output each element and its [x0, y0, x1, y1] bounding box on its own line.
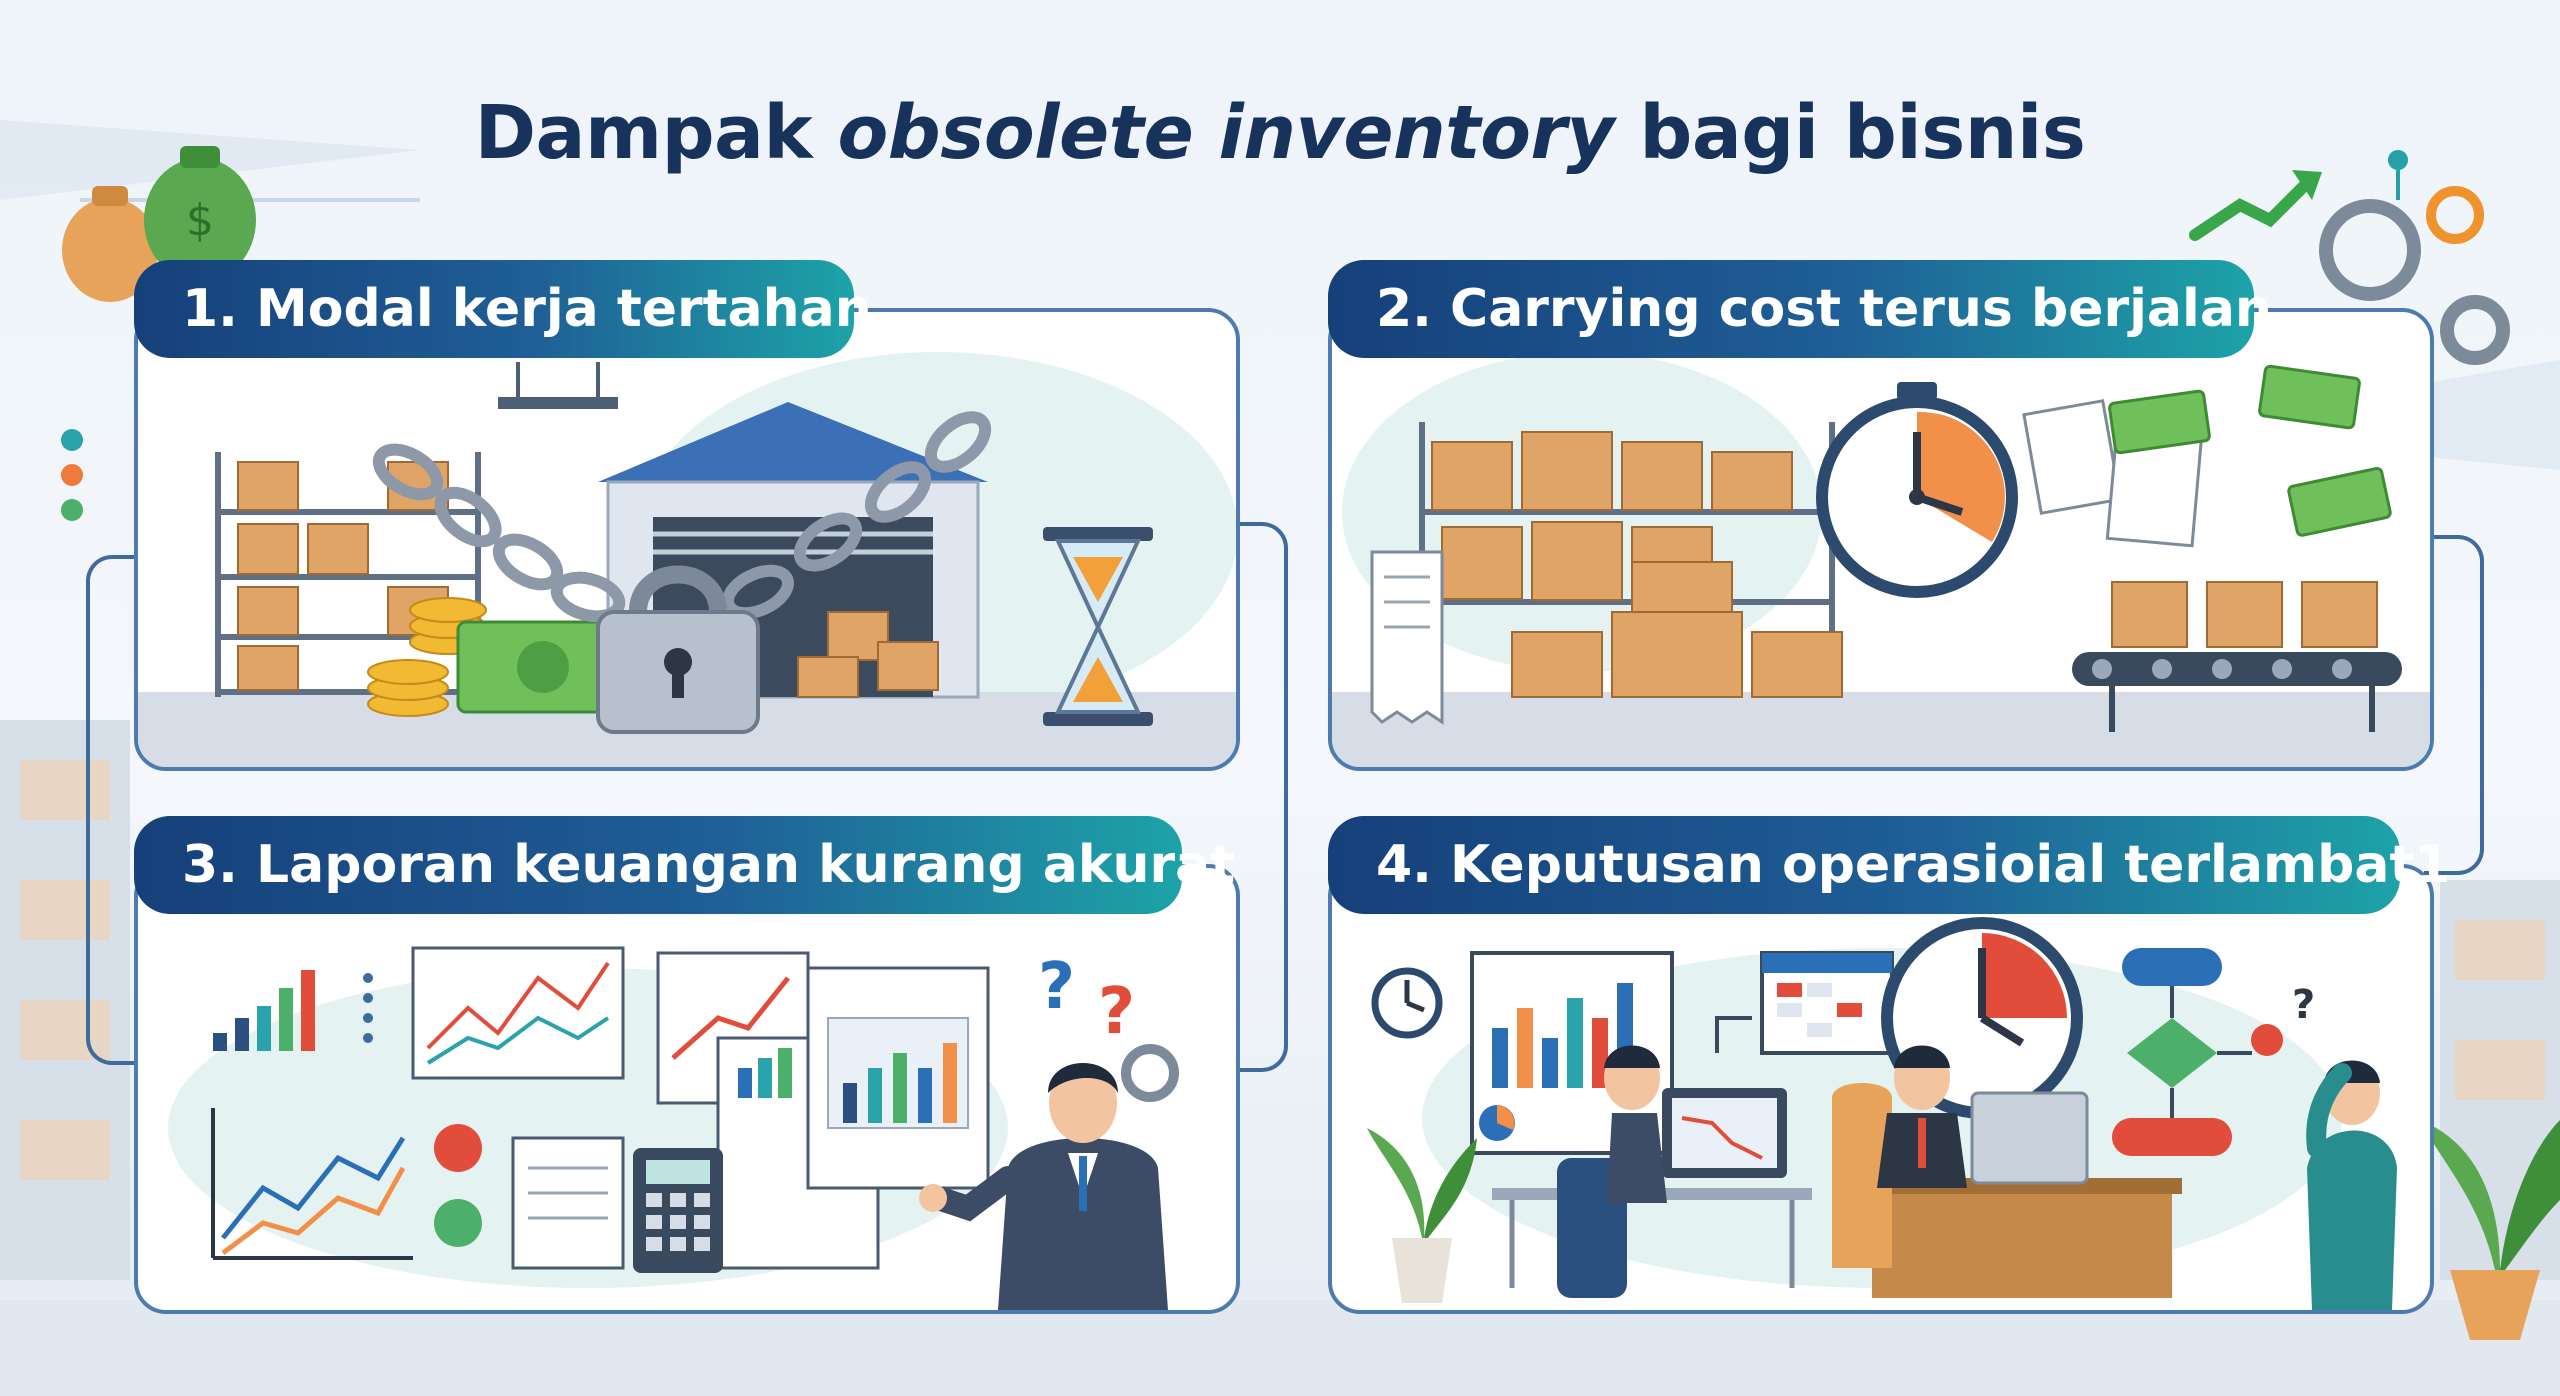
panel-operational-decision: ? [1328, 864, 2434, 1314]
connector-line-left [86, 555, 146, 1065]
title-emphasis: obsolete inventory [837, 90, 1615, 176]
businessman-icon [919, 1063, 1168, 1310]
flowchart-icon [2112, 948, 2283, 1156]
stopwatch-icon [1816, 382, 2018, 598]
panel-illustration: ? ? [168, 946, 1179, 1310]
panel-header-label: 4. Keputusan operasioial terlambat1 [1376, 835, 2451, 895]
connector-line-right [2424, 535, 2484, 875]
line-chart-icon [211, 1108, 413, 1260]
padlock-icon [596, 565, 760, 734]
panel-working-capital [134, 308, 1240, 771]
page-title: Dampak obsolete inventory bagi bisnis [0, 90, 2560, 176]
title-prefix: Dampak [474, 90, 838, 176]
gear-icon [2426, 186, 2484, 244]
gear-icon [1121, 1044, 1179, 1102]
svg-text:?: ? [1098, 975, 1135, 1049]
connector-line-center [1228, 522, 1288, 1072]
panel-carrying-cost [1328, 308, 2434, 771]
money-bag-icon: $ [62, 146, 256, 302]
panel-header-label: 2. Carrying cost terus berjalan [1376, 279, 2272, 339]
panel-header-4: 4. Keputusan operasioial terlambat1 [1328, 816, 2450, 914]
panel-financial-report: ? ? [134, 864, 1240, 1314]
svg-text:$: $ [186, 195, 214, 246]
title-suffix: bagi bisnis [1614, 90, 2086, 176]
trend-arrow-icon [2189, 174, 2316, 241]
panel-header-2: 2. Carrying cost terus berjalan [1328, 260, 2272, 358]
hourglass-icon [1043, 527, 1153, 726]
plant-icon [1367, 1128, 1477, 1303]
bar-chart-icon [213, 970, 315, 1051]
plant-icon [2420, 1120, 2560, 1340]
svg-text:?: ? [2292, 982, 2315, 1028]
panel-header-3: 3. Laporan keuangan kurang akurat [134, 816, 1235, 914]
panel-header-1: 1. Modal kerja tertahan [134, 260, 872, 358]
gear-icon [2319, 199, 2510, 365]
panel-illustration: ? [1367, 917, 2397, 1310]
svg-text:?: ? [1038, 950, 1075, 1024]
clock-icon [1371, 967, 1443, 1039]
calculator-icon [633, 1148, 723, 1273]
panel-header-label: 1. Modal kerja tertahan [182, 279, 872, 339]
panel-illustration [1332, 352, 2430, 767]
panel-illustration [138, 352, 1236, 767]
panel-header-label: 3. Laporan keuangan kurang akurat [182, 835, 1236, 895]
